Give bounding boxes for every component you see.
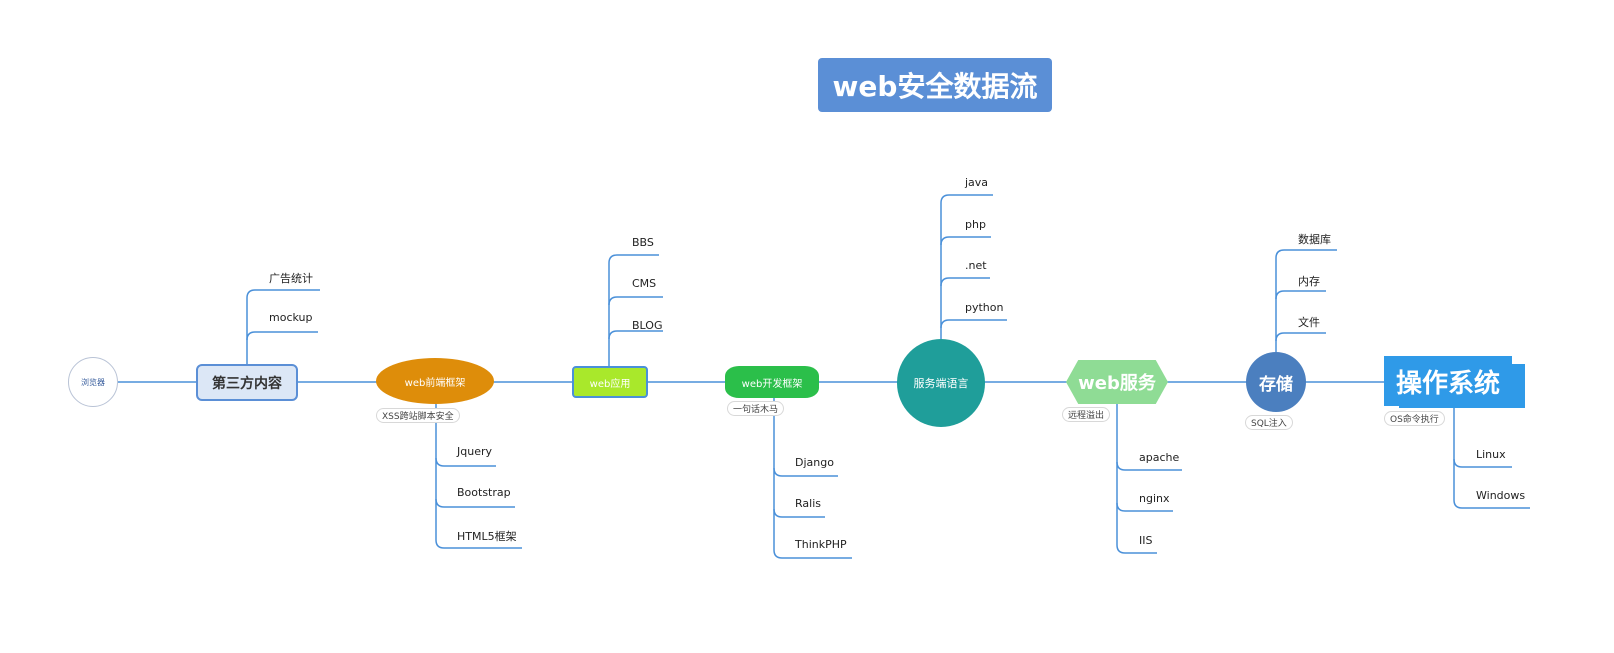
branch-frontend-jquery xyxy=(435,457,496,467)
branch-dev-thinkphp xyxy=(773,398,852,559)
branch-storage-db xyxy=(1275,249,1337,352)
leaf-thinkphp[interactable]: ThinkPHP xyxy=(795,538,847,551)
leaf-cms[interactable]: CMS xyxy=(632,277,657,290)
branch-dev-django xyxy=(773,467,838,477)
tag-sql-injection: SQL注入 xyxy=(1245,415,1293,430)
leaf-html5-framework[interactable]: HTML5框架 xyxy=(457,530,517,543)
leaf-blog[interactable]: BLOG xyxy=(632,319,663,332)
node-dev-framework[interactable]: web开发框架 xyxy=(725,366,819,398)
leaf-ad-statistics[interactable]: 广告统计 xyxy=(269,272,313,285)
leaf-dotnet[interactable]: .net xyxy=(965,259,987,272)
branch-server-java xyxy=(940,194,993,339)
node-server-language[interactable]: 服务端语言 xyxy=(897,339,985,427)
branch-webservice-apache xyxy=(1116,461,1182,471)
branch-storage-memory xyxy=(1275,290,1326,300)
leaf-php[interactable]: php xyxy=(965,218,986,231)
branch-webservice-iis xyxy=(1116,404,1157,554)
node-web-app[interactable]: web应用 xyxy=(572,366,648,398)
branch-server-python xyxy=(940,319,1007,329)
branch-third-party-mockup xyxy=(246,331,318,341)
leaf-jquery[interactable]: Jquery xyxy=(457,445,492,458)
tag-xss: XSS跨站脚本安全 xyxy=(376,408,460,423)
node-browser[interactable]: 浏览器 xyxy=(68,357,118,407)
branch-server-php xyxy=(940,236,991,246)
branch-webservice-nginx xyxy=(1116,502,1173,512)
leaf-java[interactable]: java xyxy=(965,176,989,189)
branch-dev-ralis xyxy=(773,508,825,518)
branch-os-linux xyxy=(1453,458,1512,468)
leaf-ralis[interactable]: Ralis xyxy=(795,497,821,510)
branch-server-net xyxy=(940,277,990,287)
node-operating-system[interactable]: 操作系统 xyxy=(1384,356,1512,406)
branch-webapp-blog xyxy=(608,330,663,366)
leaf-apache[interactable]: apache xyxy=(1139,451,1180,464)
leaf-windows[interactable]: Windows xyxy=(1476,489,1526,502)
leaf-bbs[interactable]: BBS xyxy=(632,236,654,249)
leaf-python[interactable]: python xyxy=(965,301,1004,314)
leaf-linux[interactable]: Linux xyxy=(1476,448,1506,461)
leaf-bootstrap[interactable]: Bootstrap xyxy=(457,486,511,499)
leaf-file[interactable]: 文件 xyxy=(1298,316,1320,329)
branch-webapp-cms xyxy=(608,296,663,306)
leaf-nginx[interactable]: nginx xyxy=(1139,492,1170,505)
tag-remote-overflow: 远程溢出 xyxy=(1062,407,1111,422)
tag-os-command: OS命令执行 xyxy=(1384,411,1445,426)
leaf-iis[interactable]: IIS xyxy=(1139,534,1153,547)
diagram-title: web安全数据流 xyxy=(818,58,1052,112)
leaf-mockup[interactable]: mockup xyxy=(269,311,313,324)
branch-frontend-html5 xyxy=(435,404,522,549)
leaf-memory[interactable]: 内存 xyxy=(1298,275,1320,288)
branch-frontend-bootstrap xyxy=(435,498,515,508)
node-storage[interactable]: 存储 xyxy=(1246,352,1306,412)
tag-webshell: 一句话木马 xyxy=(727,401,785,416)
node-third-party[interactable]: 第三方内容 xyxy=(196,364,298,401)
node-frontend-framework[interactable]: web前端框架 xyxy=(376,358,494,404)
branch-os-windows xyxy=(1453,406,1530,509)
leaf-django[interactable]: Django xyxy=(795,456,834,469)
branch-webapp-bbs xyxy=(608,254,659,339)
branch-third-party-ad xyxy=(246,289,320,364)
leaf-database[interactable]: 数据库 xyxy=(1298,233,1331,246)
branch-storage-file xyxy=(1275,332,1326,342)
node-web-service[interactable]: web服务 xyxy=(1066,360,1168,404)
